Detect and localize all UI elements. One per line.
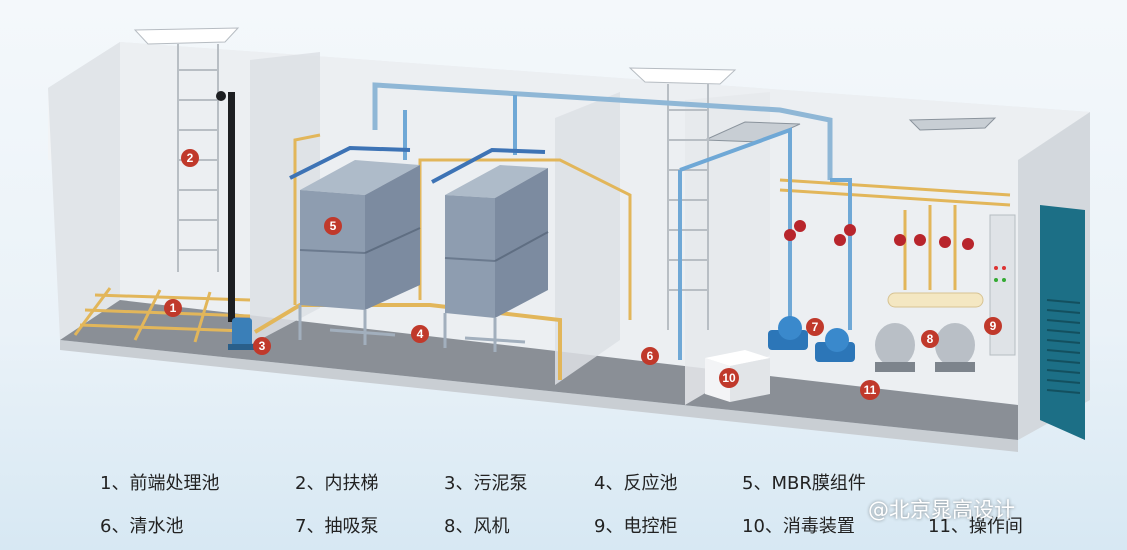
marker-9: 9 [984, 317, 1002, 335]
legend-item-5: 5、MBR膜组件 [742, 473, 866, 494]
sludge-pump [228, 318, 256, 350]
svg-text:4: 4 [417, 327, 424, 341]
mbr-tank-2 [431, 147, 549, 352]
disinfection-unit [705, 350, 770, 402]
marker-1: 1 [164, 299, 182, 317]
yellow-floor-pipe [253, 303, 562, 380]
svg-text:3: 3 [259, 339, 266, 353]
marker-6: 6 [641, 347, 659, 365]
svg-text:9: 9 [990, 319, 997, 333]
svg-text:8: 8 [927, 332, 934, 346]
hatch-1 [133, 27, 240, 45]
watermark: @北京晁高设计 [868, 498, 1015, 522]
marker-3: 3 [253, 337, 271, 355]
blue-pipe-main [372, 82, 833, 180]
legend-item-4: 4、反应池 [594, 473, 678, 494]
valve-top [216, 91, 226, 101]
blue-pipe-drop [403, 95, 852, 360]
suction-pump-2 [815, 328, 855, 362]
equipment-cutaway-diagram: 1 2 3 4 5 6 7 8 9 10 11 [48, 27, 1090, 452]
blower-header [887, 292, 984, 308]
svg-text:11: 11 [864, 383, 877, 397]
vent-2 [908, 117, 997, 131]
legend-item-9: 9、电控柜 [594, 516, 678, 537]
legend-item-8: 8、风机 [444, 516, 510, 537]
blower-2 [935, 323, 975, 372]
blower-valves [894, 234, 974, 250]
svg-text:5: 5 [330, 219, 337, 233]
ladder-right [667, 84, 709, 330]
svg-text:2: 2 [187, 151, 194, 165]
marker-2: 2 [181, 149, 199, 167]
svg-text:7: 7 [812, 320, 819, 334]
legend-item-2: 2、内扶梯 [295, 473, 379, 494]
marker-10: 10 [719, 368, 739, 388]
svg-text:6: 6 [647, 349, 654, 363]
legend-item-7: 7、抽吸泵 [295, 516, 379, 537]
suction-pump-1 [768, 316, 808, 350]
marker-5: 5 [324, 217, 342, 235]
marker-7: 7 [806, 318, 824, 336]
legend-item-11: 11、操作间 [928, 516, 1023, 537]
legend-item-6: 6、清水池 [100, 516, 184, 537]
legend: 1、前端处理池 2、内扶梯 3、污泥泵 4、反应池 5、MBR膜组件 6、清水池… [0, 455, 1127, 550]
suction-valves [784, 220, 856, 246]
legend-item-10: 10、消毒装置 [742, 516, 855, 537]
blower-1 [875, 323, 915, 372]
front-panel [60, 340, 1018, 452]
vent-1 [704, 121, 801, 143]
marker-8: 8 [921, 330, 939, 348]
mbr-tank-1 [289, 145, 421, 345]
marker-4: 4 [411, 325, 429, 343]
sludge-pipe [228, 92, 235, 322]
operation-room-door [1040, 205, 1085, 440]
hatch-2 [628, 67, 737, 85]
partition-2 [555, 92, 620, 385]
svg-text:10: 10 [722, 371, 736, 385]
svg-text:1: 1 [170, 301, 177, 315]
left-wall [48, 42, 120, 340]
yellow-air-pipes [779, 178, 1011, 290]
marker-11: 11 [860, 380, 880, 400]
legend-item-3: 3、污泥泵 [444, 473, 528, 494]
legend-item-1: 1、前端处理池 [100, 473, 220, 494]
